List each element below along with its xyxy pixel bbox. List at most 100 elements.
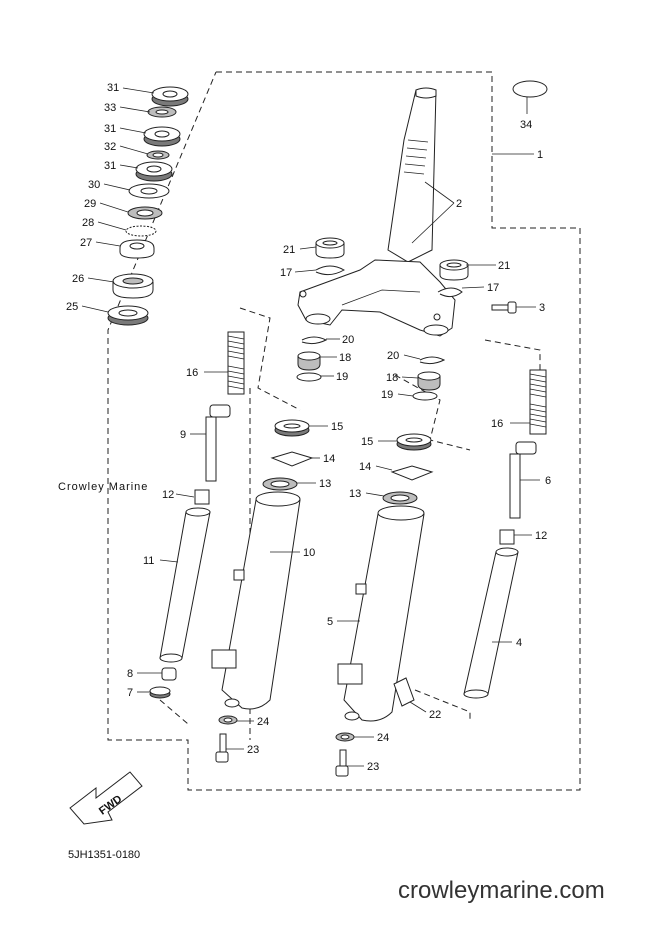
washer-19-left	[296, 372, 322, 382]
ring-nut-upper	[151, 86, 189, 107]
callout-20: 20	[387, 350, 399, 362]
callout-24: 24	[377, 732, 389, 744]
bolt-23-right	[335, 749, 349, 777]
inner-tube-right	[463, 547, 519, 699]
oil-seal-13-left	[262, 477, 298, 491]
ring-nut-lower	[135, 161, 173, 182]
rebound-spring-right	[499, 529, 515, 545]
bearing-left	[315, 237, 345, 259]
washer-19-right	[412, 391, 438, 401]
oil-seal-13-right	[382, 491, 418, 505]
piston-8	[161, 667, 177, 681]
callout-31: 31	[104, 160, 116, 172]
callout-18: 18	[386, 372, 398, 384]
callout-29: 29	[84, 198, 96, 210]
callout-21: 21	[498, 260, 510, 272]
callout-31: 31	[104, 123, 116, 135]
diagram-code: 5JH1351-0180	[68, 849, 141, 861]
callout-labels: 31 33 31 32 31 30 29 28 27 26 25 34 1 2 …	[66, 82, 551, 773]
upper-ball-race	[119, 239, 155, 259]
circlip-right	[437, 287, 463, 298]
washer-24-left	[218, 715, 238, 725]
watermark-text: Crowley Marine	[58, 481, 148, 493]
callout-32: 32	[104, 141, 116, 153]
callout-17: 17	[280, 267, 292, 279]
circlip-left	[315, 265, 346, 276]
circlip-20-left	[301, 336, 328, 345]
outer-tube-right	[337, 505, 425, 722]
callout-15: 15	[331, 421, 343, 433]
callout-25: 25	[66, 301, 78, 313]
callout-5: 5	[327, 616, 333, 628]
callout-20: 20	[342, 334, 354, 346]
callout-33: 33	[104, 102, 116, 114]
label-plate	[393, 677, 415, 707]
bolt-23-left	[215, 733, 229, 763]
callout-26: 26	[72, 273, 84, 285]
clip-14-right	[390, 465, 434, 481]
callout-15: 15	[361, 436, 373, 448]
dust-seal	[107, 305, 149, 326]
callout-21: 21	[283, 244, 295, 256]
oil-seal-right	[417, 371, 441, 391]
callout-27: 27	[80, 237, 92, 249]
callout-24: 24	[257, 716, 269, 728]
callout-31: 31	[107, 82, 119, 94]
washer-7	[149, 686, 171, 699]
steering-head-parts	[107, 86, 189, 326]
fork-spring-left	[227, 331, 245, 395]
fwd-arrow-icon: FWD	[69, 771, 143, 825]
callout-12: 12	[162, 489, 174, 501]
callout-14: 14	[323, 453, 335, 465]
pinch-bolt	[491, 301, 517, 314]
callout-19: 19	[336, 371, 348, 383]
callout-13: 13	[319, 478, 331, 490]
callout-9: 9	[180, 429, 186, 441]
callout-13: 13	[349, 488, 361, 500]
callout-16: 16	[186, 367, 198, 379]
callout-2: 2	[456, 198, 462, 210]
callout-30: 30	[88, 179, 100, 191]
callout-11: 11	[143, 555, 154, 567]
damper-rod-right	[509, 441, 537, 519]
callout-7: 7	[127, 687, 133, 699]
ball-bearing	[125, 225, 157, 237]
under-bracket-assembly	[297, 87, 456, 337]
oil-seal-left	[297, 351, 321, 371]
rubber-washer	[146, 150, 170, 160]
callout-6: 6	[545, 475, 551, 487]
lower-ball-race	[112, 273, 154, 299]
washer-24-right	[335, 732, 355, 742]
bearing-cover	[128, 183, 170, 199]
lock-washer	[147, 106, 177, 118]
bearing-right	[439, 259, 469, 281]
outer-tube-left	[211, 491, 301, 710]
callout-10: 10	[303, 547, 315, 559]
callout-17: 17	[487, 282, 499, 294]
inner-tube-left	[159, 507, 211, 663]
damper-rod-left	[205, 404, 231, 482]
callout-23: 23	[367, 761, 379, 773]
callout-18: 18	[339, 352, 351, 364]
callout-14: 14	[359, 461, 371, 473]
callout-22: 22	[429, 709, 441, 721]
callout-19: 19	[381, 389, 393, 401]
callout-8: 8	[127, 668, 133, 680]
callout-4: 4	[516, 637, 522, 649]
o-ring	[512, 80, 548, 98]
dust-seal-15-right	[396, 433, 432, 451]
upper-race	[127, 206, 163, 220]
callout-leaders	[81, 87, 540, 767]
callout-16: 16	[491, 418, 503, 430]
site-url: crowleymarine.com	[398, 877, 605, 904]
callout-12: 12	[535, 530, 547, 542]
callout-34: 34	[520, 119, 532, 131]
callout-1: 1	[537, 149, 543, 161]
callout-28: 28	[82, 217, 94, 229]
fork-spring-right	[529, 369, 547, 435]
ring-nut-middle	[143, 126, 181, 147]
callout-23: 23	[247, 744, 259, 756]
rebound-spring-left	[194, 489, 210, 505]
clip-14-left	[270, 451, 314, 467]
